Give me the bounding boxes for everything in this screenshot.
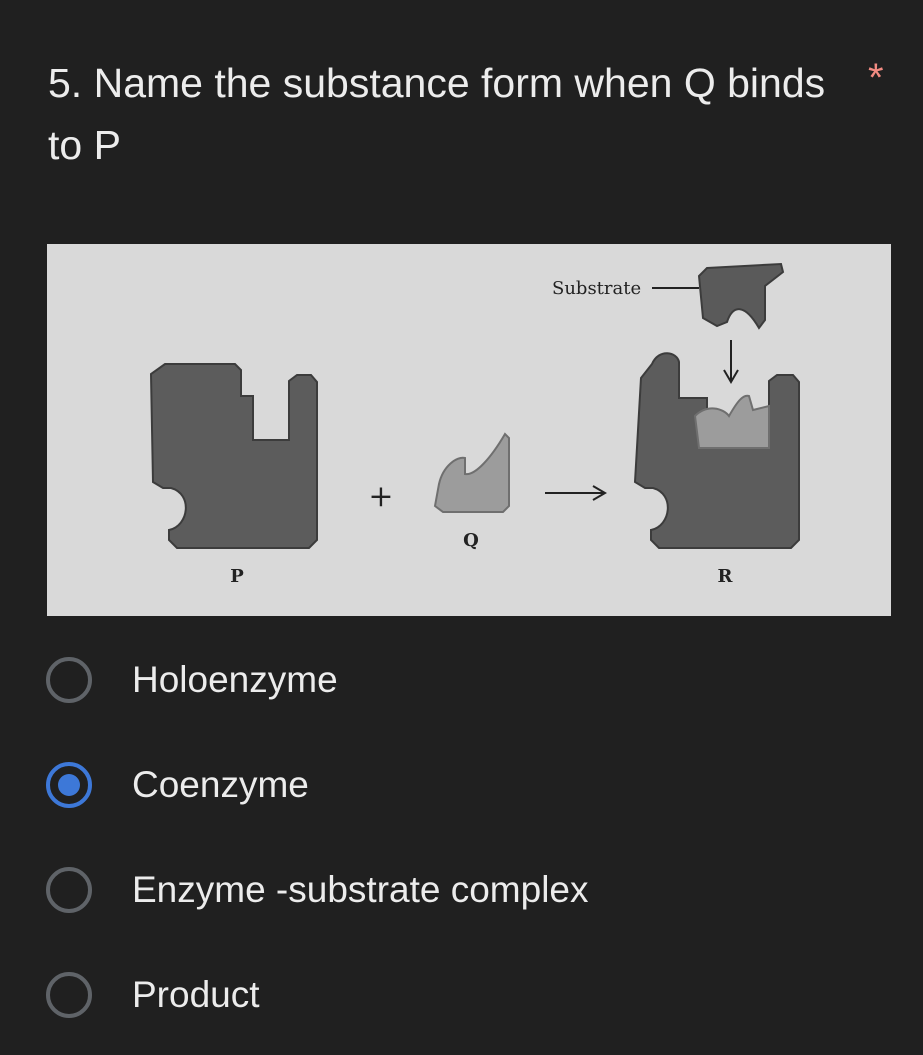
question-image: + Substrate P Q R (47, 244, 891, 616)
option-holoenzyme[interactable]: Holoenzyme (46, 657, 866, 713)
question-text: 5. Name the substance form when Q binds … (48, 60, 826, 168)
enzyme-p-shape (149, 363, 318, 549)
reaction-arrow (545, 485, 607, 501)
down-arrow (723, 340, 739, 384)
substrate-shape (697, 262, 785, 330)
enzyme-diagram: + Substrate P Q R (149, 262, 800, 587)
option-label: Product (132, 974, 260, 1015)
radio-dot (58, 774, 80, 796)
option-label: Holoenzyme (132, 659, 338, 700)
label-p: P (230, 566, 244, 587)
option-product[interactable]: Product (46, 972, 866, 1028)
label-q: Q (463, 530, 479, 551)
radio-checked-icon[interactable] (46, 762, 92, 808)
bound-coenzyme-shape (693, 394, 770, 449)
option-enzyme-substrate-complex[interactable]: Enzyme -substrate complex (46, 867, 866, 923)
question-title: 5. Name the substance form when Q binds … (48, 52, 848, 176)
radio-unchecked-icon[interactable] (46, 972, 92, 1018)
plus-sign: + (368, 479, 393, 514)
label-r: R (718, 566, 734, 587)
holoenzyme-r-shape (633, 352, 800, 549)
radio-unchecked-icon[interactable] (46, 657, 92, 703)
option-label: Enzyme -substrate complex (132, 869, 589, 910)
coenzyme-q-shape (433, 432, 510, 513)
substrate-label: Substrate (552, 278, 641, 299)
option-coenzyme[interactable]: Coenzyme (46, 762, 866, 818)
radio-unchecked-icon[interactable] (46, 867, 92, 913)
option-label: Coenzyme (132, 764, 309, 805)
required-asterisk: * (868, 56, 884, 100)
